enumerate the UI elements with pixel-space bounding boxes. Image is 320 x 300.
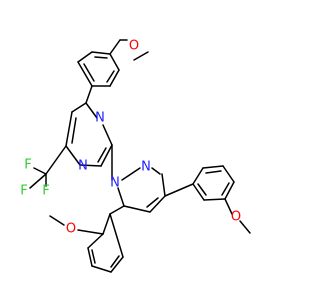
bond — [91, 249, 96, 264]
atom-o-left: O — [66, 222, 76, 237]
bond — [149, 195, 166, 213]
bond — [87, 247, 93, 267]
bond — [29, 173, 47, 189]
atom-o-right: O — [231, 210, 241, 225]
bond — [109, 53, 120, 71]
pyrazole-ring — [111, 144, 166, 213]
atom-f-2: F — [42, 184, 49, 199]
bond — [202, 165, 224, 169]
bond — [83, 63, 95, 82]
right-methoxyphenyl-ring — [164, 165, 251, 234]
atom-n-pyrimidine-top: N — [95, 111, 105, 126]
bond — [151, 167, 161, 175]
bond — [79, 164, 102, 167]
bond — [97, 147, 107, 163]
bond — [85, 85, 93, 104]
bond — [192, 183, 205, 201]
bond — [100, 144, 113, 167]
bond — [192, 167, 204, 185]
bond — [221, 182, 230, 196]
bond — [224, 181, 235, 200]
bond — [65, 111, 73, 147]
bond — [110, 255, 120, 268]
bond — [33, 167, 47, 175]
bond — [239, 220, 251, 234]
bond — [224, 198, 233, 215]
bond — [203, 198, 226, 201]
bond — [109, 69, 120, 87]
pyrimidine-ring — [29, 85, 113, 189]
bond — [222, 165, 235, 183]
bond — [205, 170, 222, 174]
bond — [109, 205, 125, 215]
bond — [109, 213, 124, 258]
bond — [121, 167, 141, 181]
top-methoxyphenyl-ring — [77, 39, 149, 87]
bond — [117, 187, 125, 207]
bond — [85, 102, 98, 119]
bond — [65, 145, 81, 166]
structure-drawing: O O O F F F N N N N — [20, 39, 251, 273]
bond — [106, 70, 115, 83]
bond — [91, 265, 112, 273]
atom-n-pyrazole: N — [141, 160, 151, 175]
bond — [109, 39, 121, 55]
bond — [71, 117, 77, 144]
bond — [164, 183, 194, 197]
bond — [77, 229, 104, 235]
atom-n-pyrazole-substituted: N — [110, 176, 120, 191]
molecule-diagram: O O O F F F N N N N — [20, 39, 251, 273]
atom-n-pyrimidine-bottom: N — [78, 159, 88, 174]
bond — [49, 215, 65, 226]
atom-o-top: O — [129, 39, 139, 54]
bond — [161, 173, 166, 197]
bond — [45, 145, 67, 175]
bond — [133, 51, 149, 61]
lower-methoxyphenyl-ring — [49, 205, 125, 273]
bond — [87, 233, 104, 249]
atom-f-3: F — [20, 184, 27, 199]
bond — [91, 51, 111, 55]
bond — [102, 124, 113, 146]
bond — [71, 102, 87, 113]
bond — [123, 205, 151, 213]
bond — [146, 197, 159, 208]
bond — [197, 183, 207, 196]
bond — [77, 61, 93, 87]
bond — [102, 213, 111, 235]
atom-f-1: F — [24, 158, 31, 173]
bond — [94, 56, 108, 59]
bond — [110, 256, 124, 273]
bond — [77, 51, 93, 63]
